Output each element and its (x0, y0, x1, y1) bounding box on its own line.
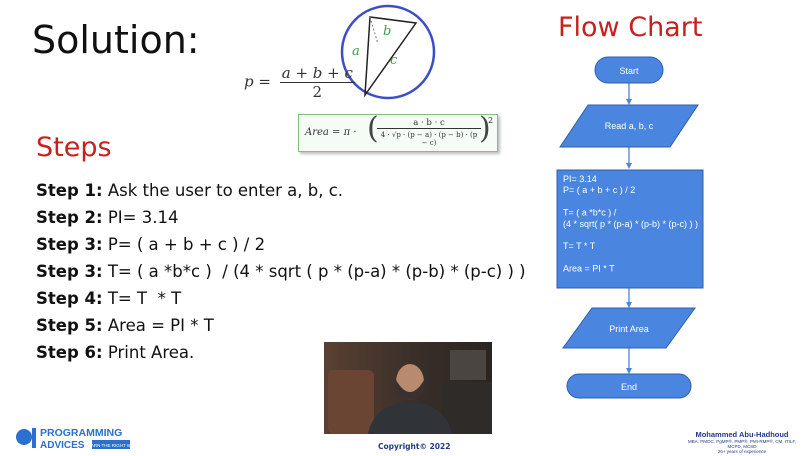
area-formula-numerator: a · b · c (377, 118, 481, 129)
flowchart-start-label: Start (619, 66, 639, 76)
flowchart-process-line: Area = PI * T (563, 264, 615, 274)
step-text: PI= 3.14 (102, 208, 179, 227)
flowchart-end-label: End (621, 382, 637, 392)
author-certifications: MBA, PMOC, PgMP®, PMP®, PMI-RMP®, CM, IT… (688, 439, 796, 449)
flowchart-start-terminal (594, 56, 664, 84)
flowchart-output-label: Print Area (609, 324, 649, 334)
step-label: Step 6: (36, 343, 103, 362)
flowchart-process-lines: PI= 3.14P= ( a + b + c ) / 2 T= ( a *b*c … (563, 174, 698, 274)
step-label: Step 3: (36, 262, 103, 281)
author-name: Mohammed Abu-Hadhoud (695, 430, 789, 439)
step-line: Step 6: Print Area. (36, 343, 194, 362)
step-text: Ask the user to enter a, b, c. (102, 181, 344, 200)
area-formula-exponent: 2 (488, 116, 494, 125)
step-label: Step 2: (36, 208, 103, 227)
area-formula-denominator: 4 · √p · (p − a) · (p − b) · (p − c) (380, 131, 478, 147)
area-formula-box: Area = π · ( a · b · c 4 · √p · (p − a) … (298, 111, 498, 152)
step-label: Step 1: (36, 181, 103, 200)
step-text: Print Area. (102, 343, 195, 362)
step-text: T= T * T (102, 289, 182, 308)
formula-p-fraction: a + b + c 2 (279, 64, 355, 101)
flowchart-process-line: T= T * T (563, 241, 596, 251)
programming-advices-logo: PROGRAMMING ADVICES LEARN THE RIGHT WAY (14, 424, 164, 452)
side-label-b: b (383, 24, 391, 39)
step-label: Step 3: (36, 235, 103, 254)
step-label: Step 5: (36, 316, 103, 335)
formula-p-numerator: a + b + c (279, 64, 355, 83)
author-credit: Mohammed Abu-Hadhoud MBA, PMOC, PgMP®, P… (682, 430, 802, 454)
step-line: Step 1: Ask the user to enter a, b, c. (36, 181, 343, 200)
semi-perimeter-formula: p = a + b + c 2 (244, 64, 355, 101)
formula-p-denominator: 2 (312, 83, 323, 101)
step-text: Area = PI * T (102, 316, 214, 335)
logo-line-1: PROGRAMMING (40, 427, 122, 439)
logo-graphic: PROGRAMMING ADVICES LEARN THE RIGHT WAY (16, 427, 137, 451)
triangle (364, 16, 418, 98)
flowchart-end-terminal (566, 373, 692, 399)
step-label: Step 4: (36, 289, 103, 308)
flowchart-process-node (556, 169, 704, 289)
side-label-a: a (352, 44, 360, 59)
copyright-text: Copyright© 2022 (378, 442, 451, 451)
step-line: Step 2: PI= 3.14 (36, 208, 178, 227)
presenter-video (324, 342, 492, 434)
flowchart-title: Flow Chart (558, 12, 703, 43)
step-line: Step 3: P= ( a + b + c ) / 2 (36, 235, 265, 254)
page-title: Solution: (32, 18, 200, 62)
steps-title: Steps (36, 132, 112, 163)
step-text: T= ( a *b*c ) / (4 * sqrt ( p * (p-a) * … (102, 262, 526, 281)
flowchart-input-label: Read a, b, c (605, 121, 654, 131)
side-label-c: c (390, 53, 398, 68)
step-line: Step 5: Area = PI * T (36, 316, 214, 335)
author-experience: 26+ years of experience (717, 449, 767, 454)
logo-tagline: LEARN THE RIGHT WAY (85, 443, 136, 448)
step-line: Step 4: T= T * T (36, 289, 181, 308)
flowchart-process-line: P= ( a + b + c ) / 2 (563, 185, 635, 195)
flowchart-input-node (559, 104, 699, 148)
step-line: Step 3: T= ( a *b*c ) / (4 * sqrt ( p * … (36, 262, 526, 281)
flowchart-process-line: T= ( a *b*c ) / (563, 208, 617, 218)
logo-line-2: ADVICES (40, 440, 85, 451)
triangle-in-circle-diagram: a b c (340, 4, 436, 100)
step-text: P= ( a + b + c ) / 2 (102, 235, 266, 254)
flowchart-process-line: PI= 3.14 (563, 174, 597, 184)
flowchart: Start Read a, b, c PI= 3.14P= ( a + b + … (556, 56, 704, 399)
formula-p-lhs: p = (244, 72, 271, 91)
flowchart-output-node (562, 307, 696, 349)
presenter-video-frame (324, 342, 492, 434)
circumscribed-circle (340, 4, 436, 100)
area-formula-lhs: Area = π · (305, 127, 357, 138)
flowchart-process-line: (4 * sqrt( p * (p-a) * (p-b) * (p-c) ) ) (563, 219, 698, 229)
